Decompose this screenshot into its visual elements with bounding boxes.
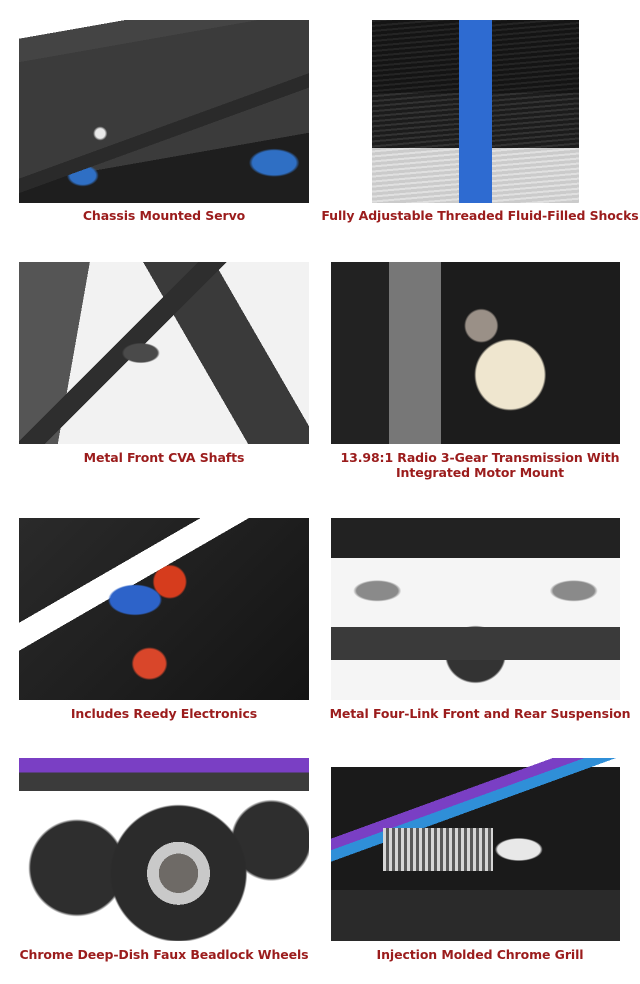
feature-caption: Chassis Mounted Servo [0, 208, 328, 223]
chrome-grill-image [331, 758, 620, 941]
caption-line: Fully Adjustable Threaded Fluid-Filled S… [321, 208, 639, 223]
caption-line: Metal Front CVA Shafts [83, 450, 245, 465]
caption-line: Metal Four-Link Front and Rear Suspensio… [329, 706, 631, 721]
feature-caption: Injection Molded Chrome Grill [320, 947, 640, 962]
beadlock-wheels-image [19, 758, 309, 941]
transmission-image [331, 262, 620, 444]
caption-line: Chassis Mounted Servo [82, 208, 246, 223]
caption-line: Injection Molded Chrome Grill [376, 947, 584, 962]
feature-caption: 13.98:1 Radio 3-Gear Transmission With I… [320, 450, 640, 480]
cva-shafts-image [19, 262, 309, 444]
feature-caption: Fully Adjustable Threaded Fluid-Filled S… [320, 208, 640, 223]
threaded-shocks-image [372, 20, 579, 203]
four-link-suspension-image [331, 518, 620, 700]
feature-caption: Metal Front CVA Shafts [0, 450, 328, 465]
reedy-electronics-image [19, 518, 309, 700]
feature-caption: Chrome Deep-Dish Faux Beadlock Wheels [0, 947, 328, 962]
caption-line: Chrome Deep-Dish Faux Beadlock Wheels [19, 947, 309, 962]
caption-line: Integrated Motor Mount [395, 465, 564, 480]
feature-caption: Metal Four-Link Front and Rear Suspensio… [320, 706, 640, 721]
caption-line: Includes Reedy Electronics [70, 706, 258, 721]
feature-caption: Includes Reedy Electronics [0, 706, 328, 721]
caption-line: 13.98:1 Radio 3-Gear Transmission With [340, 450, 620, 465]
chassis-mounted-servo-image [19, 20, 309, 203]
